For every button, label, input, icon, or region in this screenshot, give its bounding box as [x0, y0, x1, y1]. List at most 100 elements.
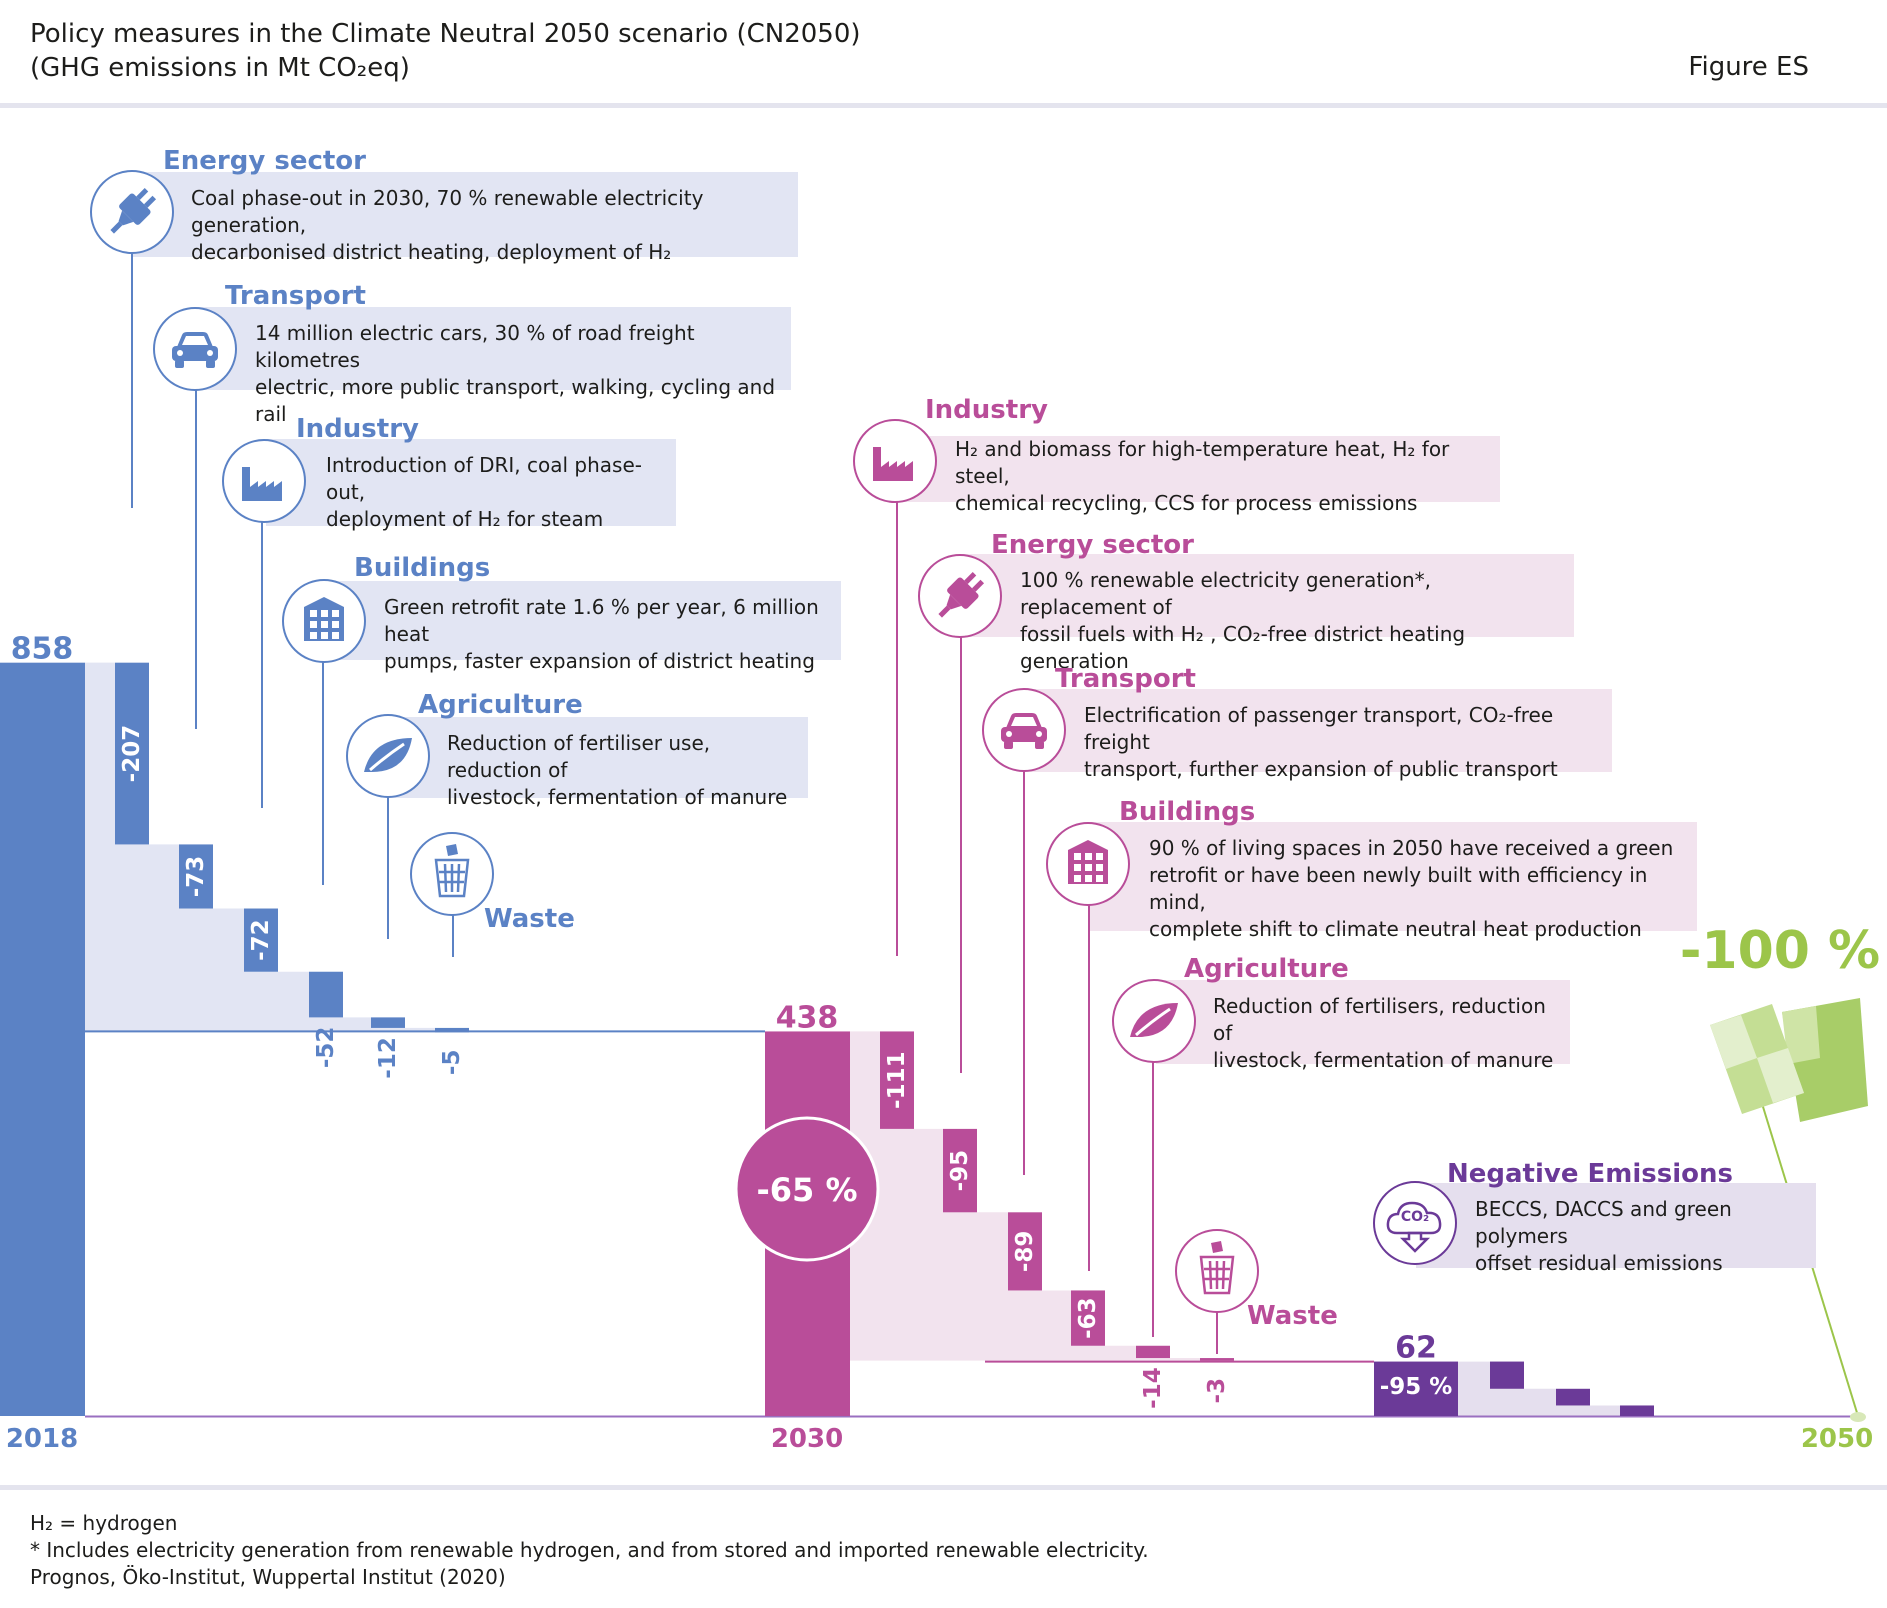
footnote-h2: H₂ = hydrogen — [30, 1511, 178, 1535]
flag-back-tile — [1782, 1006, 1820, 1064]
measure-text: offset residual emissions — [1475, 1251, 1723, 1275]
step-label: -3 — [1204, 1378, 1230, 1404]
measure-text: BECCS, DACCS and green polymers — [1475, 1197, 1732, 1248]
leader-line — [322, 660, 324, 885]
measure-box-agriculture-2030: Reduction of fertiliser use, reduction o… — [388, 717, 808, 809]
bottom-divider — [0, 1485, 1887, 1490]
heading-industry-2050: Industry — [925, 395, 1048, 425]
step-bar — [1008, 1212, 1042, 1291]
total-bar-2018 — [0, 662, 85, 1416]
measure-box-industry-2030: Introduction of DRI, coal phase-out, dep… — [266, 439, 676, 531]
building-icon — [282, 579, 366, 663]
step-bar — [1200, 1358, 1234, 1361]
heading-energy-2030: Energy sector — [163, 146, 366, 176]
bin-icon — [410, 832, 494, 916]
step-bar — [371, 1017, 405, 1028]
leader-line — [896, 500, 898, 956]
measure-text: Green retrofit rate 1.6 % per year, 6 mi… — [384, 595, 819, 646]
measure-text: electric, more public transport, walking… — [255, 375, 776, 426]
step-label: -52 — [313, 1027, 339, 1069]
change-label-2030: -65 % — [756, 1171, 857, 1209]
measure-text: chemical recycling, CCS for process emis… — [955, 491, 1418, 515]
heading-agriculture-2030: Agriculture — [418, 690, 583, 720]
chart-title: Policy measures in the Climate Neutral 2… — [30, 17, 861, 85]
measure-text: Electrification of passenger transport, … — [1084, 703, 1554, 754]
title-line-1: Policy measures in the Climate Neutral 2… — [30, 19, 861, 49]
step-label: -63 — [1075, 1297, 1101, 1339]
footnote-source: Prognos, Öko-Institut, Wuppertal Institu… — [30, 1565, 506, 1589]
step-label: -73 — [183, 856, 209, 898]
step-bar — [1136, 1345, 1170, 1359]
measure-box-energy-2050: 100 % renewable electricity generation*,… — [962, 554, 1574, 673]
co2-label: CO₂ — [1400, 1209, 1430, 1225]
measure-box-transport-2050: Electrification of passenger transport, … — [1025, 689, 1612, 781]
negative-emission-bar — [1620, 1405, 1654, 1416]
measure-text: livestock, fermentation of manure — [1213, 1048, 1554, 1072]
factory-icon — [853, 419, 937, 503]
heading-transport-2050: Transport — [1055, 664, 1196, 694]
flag-front-tile — [1710, 1015, 1757, 1069]
measure-box-agriculture-2050: Reduction of fertilisers, reduction of l… — [1156, 980, 1570, 1072]
plug-icon — [90, 170, 174, 254]
step-bar — [244, 908, 278, 972]
measure-text: Introduction of DRI, coal phase-out, — [326, 453, 642, 504]
heading-transport-2030: Transport — [225, 281, 366, 311]
change-label-2050: -95 % — [1380, 1374, 1453, 1400]
measure-text: fossil fuels with H₂ , CO₂-free district… — [1020, 622, 1466, 673]
footnotes: H₂ = hydrogen * Includes electricity gen… — [30, 1510, 1149, 1591]
year-label-2018: 2018 — [6, 1424, 78, 1454]
reduction-area-2018-2030 — [85, 662, 765, 1033]
leader-line — [131, 252, 133, 508]
heading-waste-2050: Waste — [1247, 1301, 1338, 1331]
measure-box-industry-2050: H₂ and biomass for high-temperature heat… — [897, 436, 1500, 515]
measure-text: livestock, fermentation of manure — [447, 785, 788, 809]
step-bar — [179, 844, 213, 909]
measure-box-buildings-2030: Green retrofit rate 1.6 % per year, 6 mi… — [323, 581, 841, 673]
measure-text: Reduction of fertilisers, reduction of — [1213, 994, 1546, 1045]
year-label-2030: 2030 — [771, 1424, 843, 1454]
step-bar — [115, 662, 149, 845]
step-label: -5 — [439, 1050, 465, 1076]
step-label: -95 — [947, 1150, 973, 1192]
measure-text: deployment of H₂ for steam — [326, 507, 604, 531]
heading-buildings-2050: Buildings — [1119, 797, 1256, 827]
heading-agriculture-2050: Agriculture — [1184, 954, 1349, 984]
step-bar — [880, 1031, 914, 1129]
flag-front-tile — [1757, 1048, 1804, 1103]
flag-pole-base — [1850, 1412, 1866, 1422]
leader-line — [960, 636, 962, 1073]
measure-box-buildings-2050: 90 % of living spaces in 2050 have recei… — [1090, 822, 1697, 941]
measure-text: pumps, faster expansion of district heat… — [384, 649, 815, 673]
step-label: -111 — [884, 1051, 910, 1109]
car-icon — [982, 688, 1066, 772]
step-label: -12 — [375, 1037, 401, 1079]
negative-emission-bar — [1490, 1361, 1524, 1389]
leader-line — [452, 913, 454, 957]
measure-text: complete shift to climate neutral heat p… — [1149, 917, 1642, 941]
measure-box-negative-emissions: BECCS, DACCS and green polymers offset r… — [1416, 1183, 1816, 1275]
final-reduction-label: -100 % — [1680, 921, 1880, 981]
heading-negative-emissions: Negative Emissions — [1447, 1159, 1733, 1189]
co2-cloud-icon: CO₂ — [1373, 1181, 1457, 1265]
plug-icon — [918, 554, 1002, 638]
total-label-2050: 62 — [1395, 1331, 1437, 1366]
step-label: -207 — [119, 725, 145, 783]
measure-text: H₂ and biomass for high-temperature heat… — [955, 437, 1450, 488]
building-icon — [1046, 822, 1130, 906]
total-label-2030: 438 — [776, 1000, 839, 1035]
footnote-star: * Includes electricity generation from r… — [30, 1538, 1149, 1562]
step-bar — [309, 971, 343, 1018]
negative-emissions-area — [1458, 1361, 1620, 1416]
total-label-2018: 858 — [11, 632, 74, 667]
factory-icon — [222, 439, 306, 523]
measure-text: Coal phase-out in 2030, 70 % renewable e… — [191, 186, 704, 237]
leader-line — [1023, 771, 1025, 1175]
reduction-area-2030-2050 — [850, 1031, 1200, 1361]
leader-line — [195, 388, 197, 729]
bin-icon — [1175, 1229, 1259, 1313]
step-bar — [943, 1128, 977, 1213]
leaf-icon — [1112, 979, 1196, 1063]
step-bar — [1071, 1290, 1105, 1346]
measure-text: retrofit or have been newly built with e… — [1149, 863, 1648, 914]
